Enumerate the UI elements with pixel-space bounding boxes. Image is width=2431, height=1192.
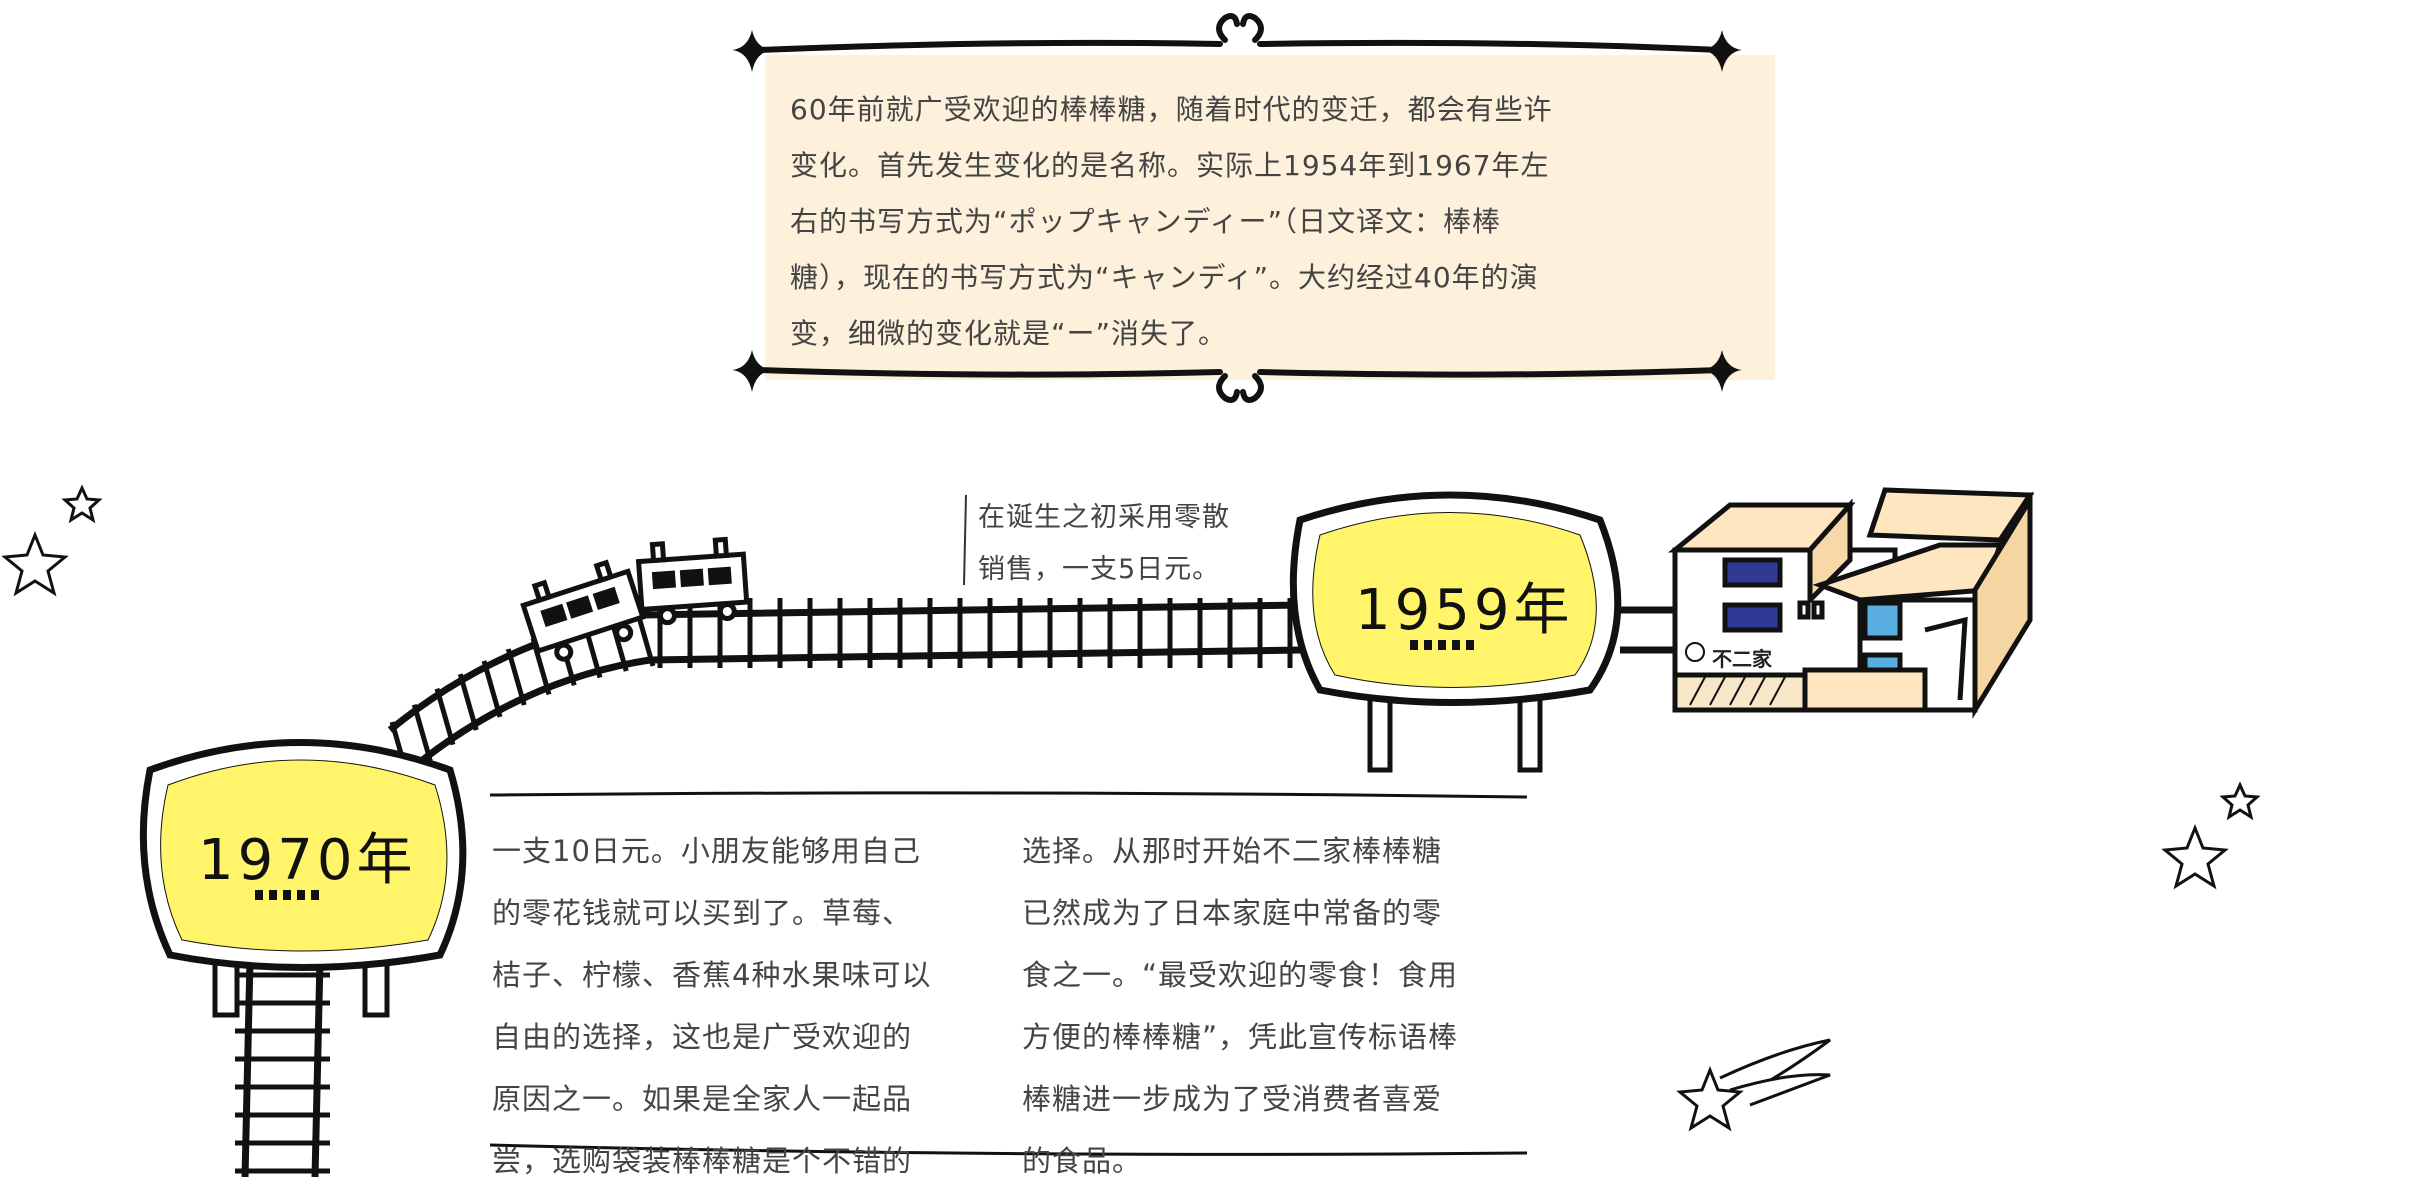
intro-line: 60年前就广受欢迎的棒棒糖，随着时代的变迁，都会有些许 bbox=[790, 93, 1553, 126]
star-icons bbox=[1, 484, 2261, 890]
track-tie bbox=[434, 688, 456, 746]
year-1970-label: 1970年 bbox=[198, 828, 417, 893]
body-line: 选择。从那时开始不二家棒棒糖 bbox=[1022, 834, 1443, 868]
track-tie bbox=[457, 673, 479, 731]
intro-line: 变，细微的变化就是“ー”消失了。 bbox=[790, 317, 1228, 350]
intro-line: 糖），现在的书写方式为“キャンディ”。大约经过40年的演 bbox=[790, 261, 1539, 294]
sign-1959 bbox=[1289, 491, 1622, 773]
track-tie bbox=[481, 660, 503, 718]
note-bar bbox=[963, 494, 967, 586]
train-icon bbox=[520, 536, 750, 662]
note-line: 在诞生之初采用零散 bbox=[978, 502, 1230, 533]
shooting-star-icon bbox=[1676, 1038, 1831, 1132]
body-line: 的食品。 bbox=[1022, 1144, 1143, 1178]
intro-line: 右的书写方式为“ポップキャンディー”（日文译文：棒棒 bbox=[790, 205, 1502, 238]
body-right-column: 选择。从那时开始不二家棒棒糖 已然成为了日本家庭中常备的零 食之一。“最受欢迎的… bbox=[1022, 820, 1458, 1192]
intro-line: 变化。首先发生变化的是名称。实际上1954年到1967年左 bbox=[790, 149, 1550, 182]
intro-border bbox=[757, 13, 1723, 403]
corner-sparkle-icons bbox=[732, 30, 1742, 392]
track-tie bbox=[411, 703, 433, 762]
body-line: 自由的选择，这也是广受欢迎的 bbox=[492, 1020, 913, 1054]
body-line: 棒糖进一步成为了受消费者喜爱 bbox=[1022, 1082, 1443, 1116]
factory-building-icon bbox=[1667, 487, 2035, 719]
body-line: 一支10日元。小朋友能够用自己 bbox=[492, 834, 921, 868]
body-left-column: 一支10日元。小朋友能够用自己 的零花钱就可以买到了。草莓、 桔子、柠檬、香蕉4… bbox=[492, 820, 931, 1192]
intro-text: 60年前就广受欢迎的棒棒糖，随着时代的变迁，都会有些许 变化。首先发生变化的是名… bbox=[790, 82, 1750, 362]
body-line: 原因之一。如果是全家人一起品 bbox=[492, 1082, 913, 1116]
body-line: 已然成为了日本家庭中常备的零 bbox=[1022, 896, 1443, 930]
body-line: 桔子、柠檬、香蕉4种水果味可以 bbox=[492, 958, 932, 992]
year-1959-label: 1959年 bbox=[1355, 578, 1574, 643]
track-tie bbox=[505, 648, 527, 706]
note-line: 销售，一支5日元。 bbox=[978, 554, 1221, 585]
body-line: 尝，选购袋装棒棒糖是个不错的 bbox=[492, 1144, 913, 1178]
body-line: 食之一。“最受欢迎的零食！食用 bbox=[1022, 958, 1459, 992]
body-line: 的零花钱就可以买到了。草莓、 bbox=[492, 896, 913, 930]
text-frame-lines bbox=[489, 791, 1528, 1156]
note-1959: 在诞生之初采用零散 销售，一支5日元。 bbox=[978, 492, 1230, 596]
body-line: 方便的棒棒糖”，凭此宣传标语棒 bbox=[1022, 1020, 1459, 1054]
brand-sign: 不二家 bbox=[1712, 647, 1772, 671]
sign-1970 bbox=[139, 739, 467, 1018]
intro-panel bbox=[765, 55, 1775, 380]
